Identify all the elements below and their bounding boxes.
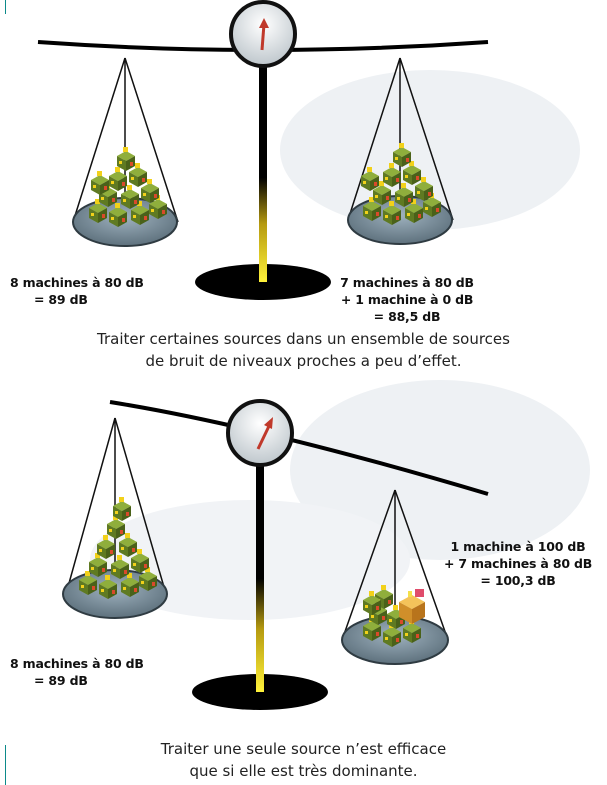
label-line: + 7 machines à 80 dB	[443, 556, 593, 571]
balance-2	[62, 380, 590, 710]
right-pan-label-1: 7 machines à 80 dB + 1 machine à 0 dB = …	[332, 274, 482, 325]
label-line: 1 machine à 100 dB	[450, 539, 586, 554]
gauge-needle	[260, 23, 266, 51]
background-shadow	[90, 500, 410, 620]
machine-pile-right	[363, 585, 425, 647]
label-line: + 1 machine à 0 dB	[340, 292, 474, 307]
pan-string	[72, 57, 126, 223]
gauge-needle-tip	[259, 18, 269, 28]
label-line: = 88,5 dB	[373, 309, 441, 324]
right-pan-group	[347, 57, 454, 245]
left-pan-group	[62, 417, 168, 619]
left-margin-rule-top	[5, 0, 6, 14]
caption-line: Traiter certaines sources dans un ensemb…	[97, 330, 510, 348]
pan-string	[65, 417, 116, 595]
caption-line: de bruit de niveaux proches a peu d’effe…	[145, 352, 462, 370]
pan-string	[347, 57, 401, 221]
right-pan-label-2: 1 machine à 100 dB + 7 machines à 80 dB …	[438, 538, 598, 589]
pan-string	[394, 489, 449, 641]
label-line: 7 machines à 80 dB	[340, 275, 474, 290]
left-pan-label-1: 8 machines à 80 dB = 89 dB	[10, 274, 144, 308]
caption-2: Traiter une seule source n’est efficace …	[0, 738, 607, 782]
label-line: = 89 dB	[34, 673, 88, 688]
left-pan-group	[72, 57, 179, 247]
left-pan-label-2: 8 machines à 80 dB = 89 dB	[10, 655, 144, 689]
balance-pole	[256, 440, 264, 692]
pan-string	[124, 57, 179, 223]
pan-string	[114, 417, 167, 595]
right-pan-group	[341, 489, 449, 665]
caption-line: que si elle est très dominante.	[189, 762, 418, 780]
gauge-needle	[256, 423, 272, 450]
label-line: = 100,3 dB	[480, 573, 556, 588]
label-line: 8 machines à 80 dB	[10, 275, 144, 290]
pan-string	[341, 489, 396, 641]
balance-1	[37, 0, 580, 300]
gauge-dial	[226, 399, 294, 467]
label-line: 8 machines à 80 dB	[10, 656, 144, 671]
caption-1: Traiter certaines sources dans un ensemb…	[0, 328, 607, 372]
caption-line: Traiter une seule source n’est efficace	[160, 740, 447, 758]
label-line: = 89 dB	[34, 292, 88, 307]
left-margin-rule-bottom	[5, 745, 6, 785]
balance-pole	[259, 50, 267, 282]
gauge-needle-tip	[264, 417, 273, 429]
background-shadow	[290, 380, 590, 560]
pan-string	[399, 57, 454, 221]
